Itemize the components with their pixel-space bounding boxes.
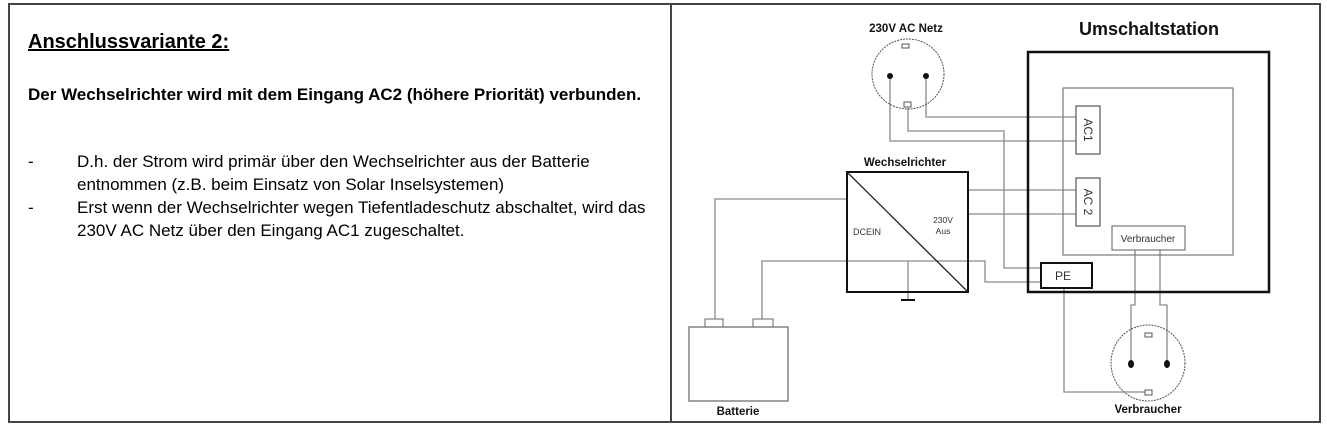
ac2-terminal <box>1075 177 1101 227</box>
consumer-socket-label: Verbraucher <box>1114 404 1182 416</box>
wire-battery-plus <box>714 198 847 319</box>
consumer-terminal <box>1111 225 1186 251</box>
wire-grid-n-to-ac1 <box>889 76 1076 142</box>
wire-battery-minus <box>761 260 1041 319</box>
grid-socket-icon <box>871 38 945 110</box>
table-left-border <box>8 3 10 423</box>
pe-terminal <box>1040 262 1093 289</box>
inverter-diagonal <box>846 171 969 293</box>
inverter-box <box>846 171 969 293</box>
wire-consumer-pe <box>1063 288 1146 393</box>
wire-grid-pe <box>907 108 1041 269</box>
station-label: Umschaltstation <box>1079 19 1219 39</box>
wires <box>714 76 1168 393</box>
list-item: - D.h. der Strom wird primär über den Wec… <box>28 150 668 196</box>
inverter-label: Wechselrichter <box>864 157 947 169</box>
wire-consumer-l <box>1130 250 1136 364</box>
table-column-divider <box>670 3 672 423</box>
list-item: - Erst wenn der Wechselrichter wegen Tief… <box>28 196 668 242</box>
consumer-terminal-label: Verbraucher <box>1121 234 1176 245</box>
inverter-ac-label-1: 230V <box>933 215 953 225</box>
wire-consumer-n <box>1159 250 1168 364</box>
ac1-label: AC1 <box>1081 118 1095 142</box>
station-box <box>1026 50 1271 294</box>
table-bottom-border <box>8 421 1321 423</box>
ac2-label: AC 2 <box>1081 189 1095 216</box>
consumer-socket-icon <box>1110 324 1186 402</box>
pe-label: PE <box>1055 269 1071 283</box>
station-inner-box <box>1062 87 1234 256</box>
wire-grid-l-to-ac1 <box>925 76 1076 118</box>
bullet-list: - D.h. der Strom wird primär über den Wec… <box>28 150 668 242</box>
bullet-dash: - <box>28 152 34 171</box>
bullet-text: Erst wenn der Wechselrichter wegen Tiefe… <box>77 198 646 240</box>
bullet-text: D.h. der Strom wird primär über den Wech… <box>77 152 590 194</box>
inverter-ac-label-2: Aus <box>936 226 951 236</box>
grid-socket-label: 230V AC Netz <box>869 23 943 35</box>
inverter-dc-label: DCEIN <box>853 227 881 237</box>
lead-paragraph: Der Wechselrichter wird mit dem Eingang … <box>28 85 642 104</box>
bullet-dash: - <box>28 198 34 217</box>
battery-icon <box>688 318 789 402</box>
table-right-border <box>1319 3 1321 423</box>
battery-label: Batterie <box>717 406 760 418</box>
table-top-border <box>8 3 1321 5</box>
ac1-terminal <box>1075 105 1101 155</box>
section-heading: Anschlussvariante 2: <box>28 31 230 53</box>
